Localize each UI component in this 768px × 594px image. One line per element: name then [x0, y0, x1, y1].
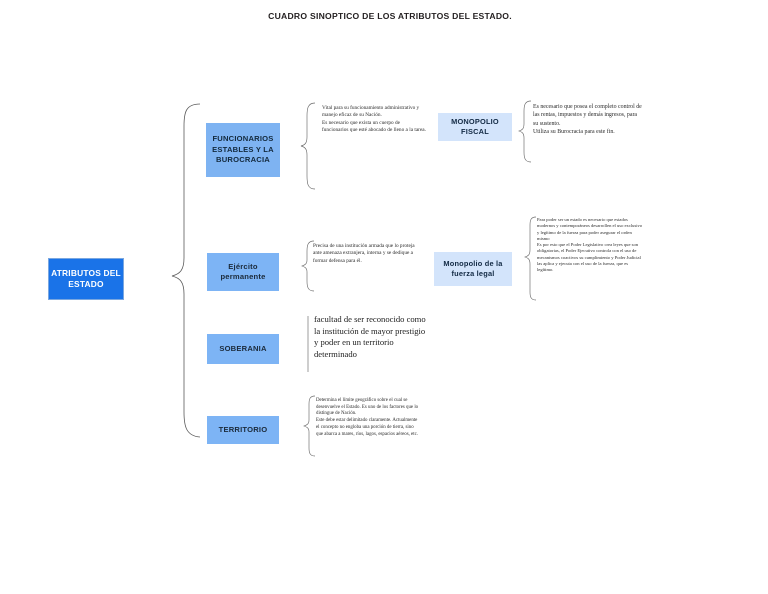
description-territorio-line-1: Determina el límite geográfico sobre el …	[316, 398, 419, 417]
description-funcionarios-line-2: Es necesario que exista un cuerpo de fun…	[322, 119, 426, 133]
description-ejercito-line-1: Precisa de una institución armada que lo…	[313, 243, 415, 264]
root-brace	[171, 103, 201, 438]
territorio-brace	[302, 395, 316, 457]
monopolio-fuerza-brace	[523, 216, 537, 301]
node-ejercito-permanente[interactable]: Ejército permanente	[207, 253, 279, 291]
page-title: CUADRO SINOPTICO DE LOS ATRIBUTOS DEL ES…	[268, 11, 512, 21]
node-atributos-del-estado[interactable]: ATRIBUTOS DEL ESTADO	[48, 258, 124, 300]
description-monopolio-fuerza-legal: Para poder ser un estado es necesario qu…	[537, 217, 645, 274]
node-monopolio-fuerza-legal[interactable]: Monopolio de la fuerza legal	[434, 252, 512, 286]
node-soberania[interactable]: SOBERANIA	[207, 334, 279, 364]
description-funcionarios: Vital para su funcionamiento administrat…	[322, 105, 426, 134]
node-funcionarios-estables-y-la-burocracia[interactable]: FUNCIONARIOS ESTABLES Y LA BUROCRACIA	[206, 123, 280, 177]
description-soberania-line-1: facultad de ser reconocido como la insti…	[314, 314, 426, 359]
description-monopolio-fiscal: Es necesario que posea el completo contr…	[533, 103, 643, 136]
description-territorio-line-2: Este debe estar delimitado claramente. A…	[316, 418, 418, 437]
funcionarios-brace	[300, 102, 316, 190]
node-monopolio-fiscal[interactable]: MONOPOLIO FISCAL	[438, 113, 512, 141]
description-soberania: facultad de ser reconocido como la insti…	[314, 314, 426, 360]
description-territorio: Determina el límite geográfico sobre el …	[316, 398, 420, 438]
description-ejercito: Precisa de una institución armada que lo…	[313, 243, 423, 265]
node-territorio[interactable]: TERRITORIO	[207, 416, 279, 444]
monopolio-fiscal-brace	[517, 100, 532, 163]
description-monopolio-fiscal-line-1: Es necesario que posea el completo contr…	[533, 104, 642, 127]
description-monopolio-fiscal-line-2: Utiliza su Burocracia para este fin.	[533, 128, 615, 135]
description-funcionarios-line-1: Vital para su funcionamiento administrat…	[322, 105, 420, 119]
description-monopolio-fuerza-legal-line-2: Es por esto que el Poder Legislativo cre…	[537, 242, 641, 273]
description-monopolio-fuerza-legal-line-1: Para poder ser un estado es necesario qu…	[537, 217, 643, 241]
